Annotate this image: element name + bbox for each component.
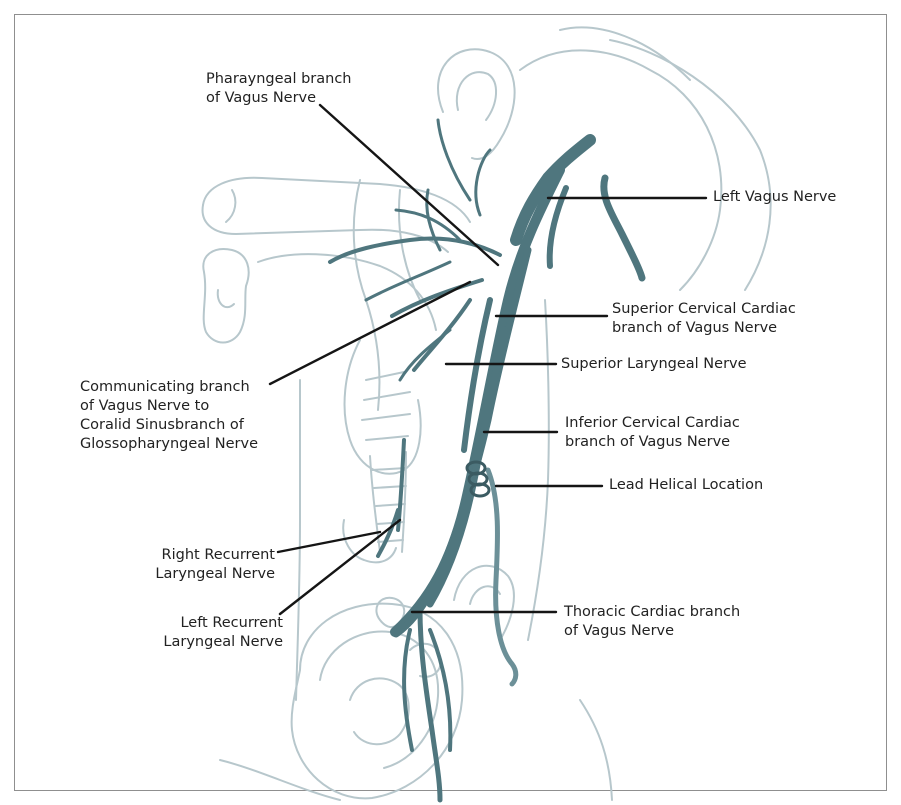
- ear-inner-outline: [457, 72, 496, 120]
- thorax-outline: [220, 760, 340, 800]
- hyoid-inner-outline: [218, 290, 234, 307]
- thorax-outline-2: [580, 700, 612, 800]
- vagus-upper-branch-2: [550, 188, 566, 266]
- vagus-upper-branch: [604, 178, 642, 278]
- tongue-outline: [258, 254, 436, 330]
- left-recurrent-laryngeal-label: Left Recurrent Laryngeal Nerve: [163, 614, 283, 652]
- vagus-nerve-system: [330, 120, 642, 800]
- heart-chamber-outline: [350, 678, 409, 744]
- mandible-outline: [203, 178, 470, 222]
- inferior-cervical-cardiac-label: Inferior Cervical Cardiac branch of Vagu…: [565, 414, 740, 452]
- thoracic-cardiac-branch-label: Thoracic Cardiac branch of Vagus Nerve: [564, 603, 740, 641]
- neck-back-outline: [528, 300, 549, 640]
- lead-wire: [488, 470, 516, 684]
- head-contour: [560, 27, 690, 80]
- superior-laryngeal-label: Superior Laryngeal Nerve: [561, 355, 747, 374]
- pharyngeal-branch-label: Pharayngeal branch of Vagus Nerve: [206, 70, 352, 108]
- aortic-arch-outline: [454, 566, 514, 640]
- pharyngeal-twig-4: [438, 120, 470, 200]
- hyoid-outline: [203, 249, 248, 342]
- jaw-joint-outline: [226, 190, 235, 222]
- lead-helical-location-label: Lead Helical Location: [609, 476, 763, 495]
- left-vagus-nerve-label: Left Vagus Nerve: [713, 188, 836, 207]
- communicating-branch-label: Communicating branch of Vagus Nerve to C…: [80, 378, 258, 454]
- larynx-ring-outline: [362, 372, 410, 440]
- larynx-outline: [345, 340, 421, 474]
- superior-cervical-cardiac-label: Superior Cervical Cardiac branch of Vagu…: [612, 300, 796, 338]
- neck-front-outline: [296, 380, 300, 700]
- right-recurrent-laryngeal-label: Right Recurrent Laryngeal Nerve: [155, 546, 275, 584]
- ear-outline: [438, 49, 515, 159]
